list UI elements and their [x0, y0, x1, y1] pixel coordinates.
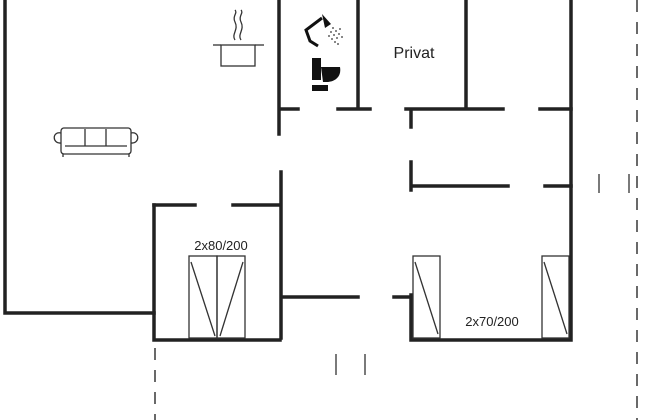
- right-bedroom-beds: [412, 255, 570, 339]
- toilet-icon: [312, 58, 341, 91]
- left-bedroom-bed-size-label: 2x80/200: [194, 238, 248, 253]
- sofa-icon: [53, 127, 139, 157]
- left-bedroom-beds: [188, 255, 246, 339]
- single-bed-icon: [541, 255, 570, 339]
- single-bed-icon: [216, 255, 246, 339]
- single-bed-icon: [412, 255, 441, 339]
- cooking-pot-icon: [213, 9, 264, 67]
- private-room-label: Privat: [394, 45, 435, 62]
- right-bedroom-bed-size-label: 2x70/200: [465, 314, 519, 329]
- shower-icon: [304, 14, 343, 48]
- terrace-outline: [154, 0, 638, 420]
- single-bed-icon: [188, 255, 218, 339]
- living-room-outer-wall: [3, 0, 282, 342]
- right-exterior-wall: [409, 0, 573, 342]
- walls: [3, 0, 573, 342]
